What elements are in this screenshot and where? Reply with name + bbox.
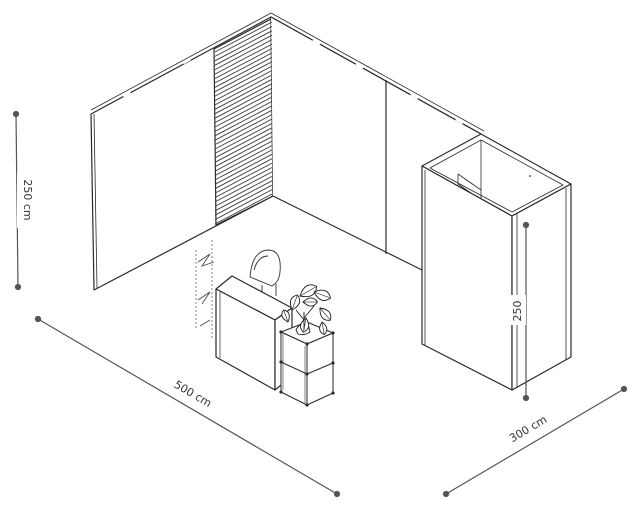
slat-line: [214, 74, 273, 106]
plant-leaf-vein: [291, 295, 298, 311]
cabin-height-label: 250: [511, 301, 524, 322]
slat-line: [214, 109, 273, 141]
slatwall-slats: [214, 21, 273, 225]
counter-cabinet-icon: [215, 275, 293, 391]
slat-line: [214, 78, 273, 110]
chair-icon: [249, 249, 281, 296]
slat-line: [214, 83, 273, 115]
plant-leaf: [313, 289, 332, 301]
slat-line: [214, 131, 273, 163]
slat-line: [214, 180, 273, 212]
brochure-rack-icon: [195, 240, 215, 340]
plant-leaf-vein: [313, 291, 330, 298]
slat-line: [214, 127, 273, 159]
slat-line: [214, 34, 273, 66]
length-dimension: [34, 315, 341, 498]
plant-stem: [295, 305, 315, 330]
slat-line: [214, 193, 273, 225]
slat-line: [214, 158, 273, 190]
storage-cabin: [421, 133, 572, 391]
slat-line: [214, 39, 273, 70]
plant-leaf: [289, 294, 301, 311]
slat-line: [214, 167, 273, 198]
slat-line: [214, 162, 273, 194]
slat-line: [214, 52, 273, 84]
slat-line: [214, 56, 273, 88]
slat-line: [214, 153, 273, 185]
slat-line: [214, 101, 273, 132]
slat-line: [214, 105, 273, 137]
slat-line: [214, 70, 273, 101]
slat-line: [214, 21, 273, 53]
depth-dimension: [442, 385, 628, 498]
slat-line: [214, 87, 273, 119]
slat-line: [214, 30, 273, 62]
slat-line: [214, 171, 273, 203]
plant-leaf-vein: [299, 286, 316, 297]
slat-line: [214, 140, 273, 172]
slat-line: [214, 96, 273, 128]
slat-line: [214, 92, 273, 123]
slat-line: [214, 145, 273, 176]
slat-line: [214, 184, 273, 216]
plant-leaf-vein: [319, 307, 330, 320]
plant-leaf-vein: [321, 321, 325, 334]
slat-line: [214, 26, 273, 57]
slat-line: [214, 61, 273, 93]
slat-line: [214, 149, 273, 181]
slat-line: [214, 48, 273, 79]
slat-line: [214, 65, 273, 97]
slat-line: [214, 43, 273, 75]
cube-shelf-icon: [279, 321, 335, 407]
slat-line: [214, 136, 273, 168]
plant-leaf-vein: [283, 310, 289, 323]
slat-line: [214, 118, 273, 150]
slat-line: [214, 176, 273, 207]
slat-line: [214, 123, 273, 154]
potted-plant-icon: [281, 284, 332, 336]
slat-line: [214, 189, 273, 220]
height-label: 250 cm: [21, 179, 34, 220]
slat-line: [214, 114, 273, 145]
